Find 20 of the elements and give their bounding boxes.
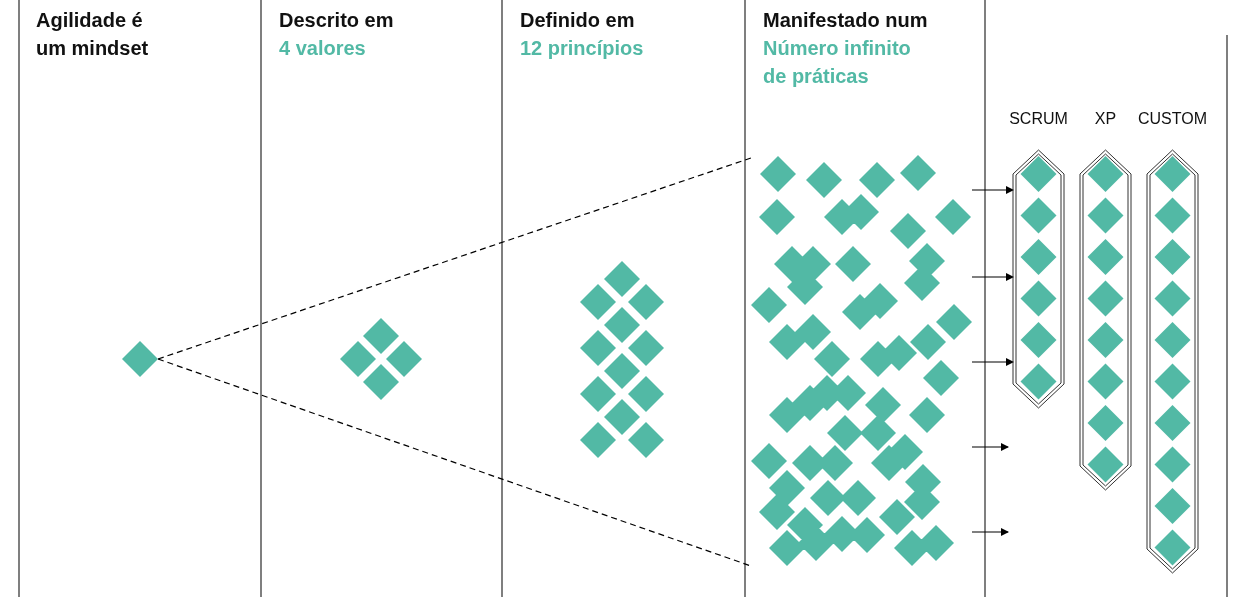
arrow xyxy=(971,358,1014,366)
diamond-shape xyxy=(122,341,158,377)
column-subheading: Número infinito de práticas xyxy=(763,36,912,89)
arrow xyxy=(971,528,1009,536)
column-heading: Manifestado num xyxy=(763,8,929,33)
arrow xyxy=(971,443,1009,451)
column-heading: Agilidade é um mindset xyxy=(36,8,150,61)
column-heading: Definido em xyxy=(520,8,636,33)
dashed-line xyxy=(157,358,752,567)
diamond-cluster xyxy=(340,318,422,400)
method-label: SCRUM xyxy=(1008,110,1069,128)
diamond-cloud xyxy=(751,155,972,566)
arrow xyxy=(971,186,1014,194)
method-label: CUSTOM xyxy=(1136,110,1208,128)
arrow xyxy=(971,273,1014,281)
diamond-cluster xyxy=(580,261,664,458)
column-subheading: 4 valores xyxy=(279,36,367,61)
column-heading: Descrito em xyxy=(279,8,395,33)
dashed-line xyxy=(157,157,752,360)
column-subheading: 12 princípios xyxy=(520,36,645,61)
